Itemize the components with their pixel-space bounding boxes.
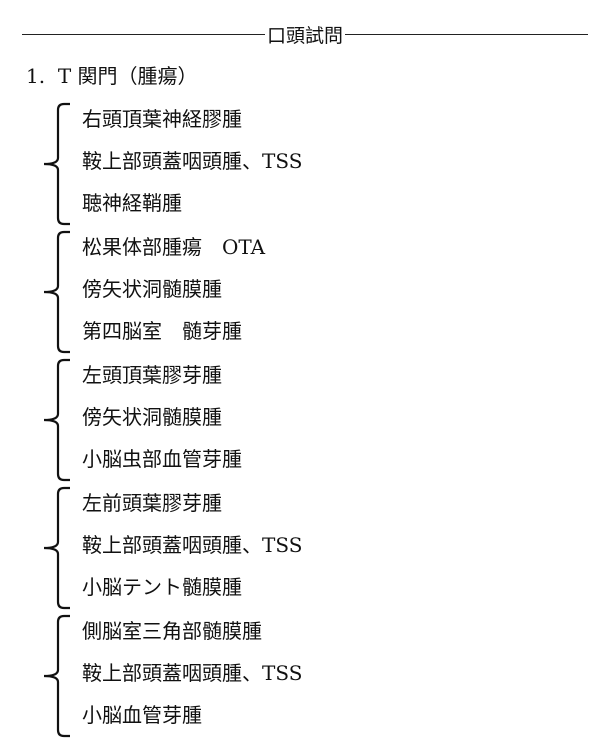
list-item: 小脳テント髄膜腫 xyxy=(82,575,242,599)
header-rule-right xyxy=(345,33,589,35)
list-item: 小脳虫部血管芽腫 xyxy=(82,447,242,471)
list-item: 側脳室三角部髄膜腫 xyxy=(82,619,262,643)
case-group-3: 左頭頂葉膠芽腫 傍矢状洞髄膜腫 小脳虫部血管芽腫 xyxy=(38,356,558,484)
section-title: T 関門（腫瘍） xyxy=(57,64,198,88)
list-item: 聴神経鞘腫 xyxy=(82,191,182,215)
left-brace-icon xyxy=(43,102,70,226)
header-row: 口頭試問 xyxy=(22,20,589,48)
case-group-4: 左前頭葉膠芽腫 鞍上部頭蓋咽頭腫、TSS 小脳テント髄膜腫 xyxy=(38,484,558,612)
header-rule-left xyxy=(22,33,265,35)
list-item: 傍矢状洞髄膜腫 xyxy=(82,277,222,301)
left-brace-icon xyxy=(43,230,70,354)
list-item: 鞍上部頭蓋咽頭腫、TSS xyxy=(82,533,303,557)
list-item: 第四脳室 髄芽腫 xyxy=(82,319,242,343)
list-item: 左前頭葉膠芽腫 xyxy=(82,491,222,515)
list-item: 右頭頂葉神経膠腫 xyxy=(82,107,242,131)
left-brace-icon xyxy=(43,486,70,610)
case-group-5: 側脳室三角部髄膜腫 鞍上部頭蓋咽頭腫、TSS 小脳血管芽腫 xyxy=(38,612,558,740)
section-heading: 1. T 関門（腫瘍） xyxy=(26,60,198,89)
case-group-2: 松果体部腫瘍 OTA 傍矢状洞髄膜腫 第四脳室 髄芽腫 xyxy=(38,228,558,356)
list-item: 左頭頂葉膠芽腫 xyxy=(82,363,222,387)
left-brace-icon xyxy=(43,614,70,738)
page-title: 口頭試問 xyxy=(267,24,344,47)
list-item: 松果体部腫瘍 OTA xyxy=(82,235,266,259)
list-item: 鞍上部頭蓋咽頭腫、TSS xyxy=(82,661,303,685)
list-item: 傍矢状洞髄膜腫 xyxy=(82,405,222,429)
section-number: 1. xyxy=(26,64,46,88)
left-brace-icon xyxy=(43,358,70,482)
list-item: 鞍上部頭蓋咽頭腫、TSS xyxy=(82,149,303,173)
case-group-1: 右頭頂葉神経膠腫 鞍上部頭蓋咽頭腫、TSS 聴神経鞘腫 xyxy=(38,100,558,228)
list-item: 小脳血管芽腫 xyxy=(82,703,202,727)
